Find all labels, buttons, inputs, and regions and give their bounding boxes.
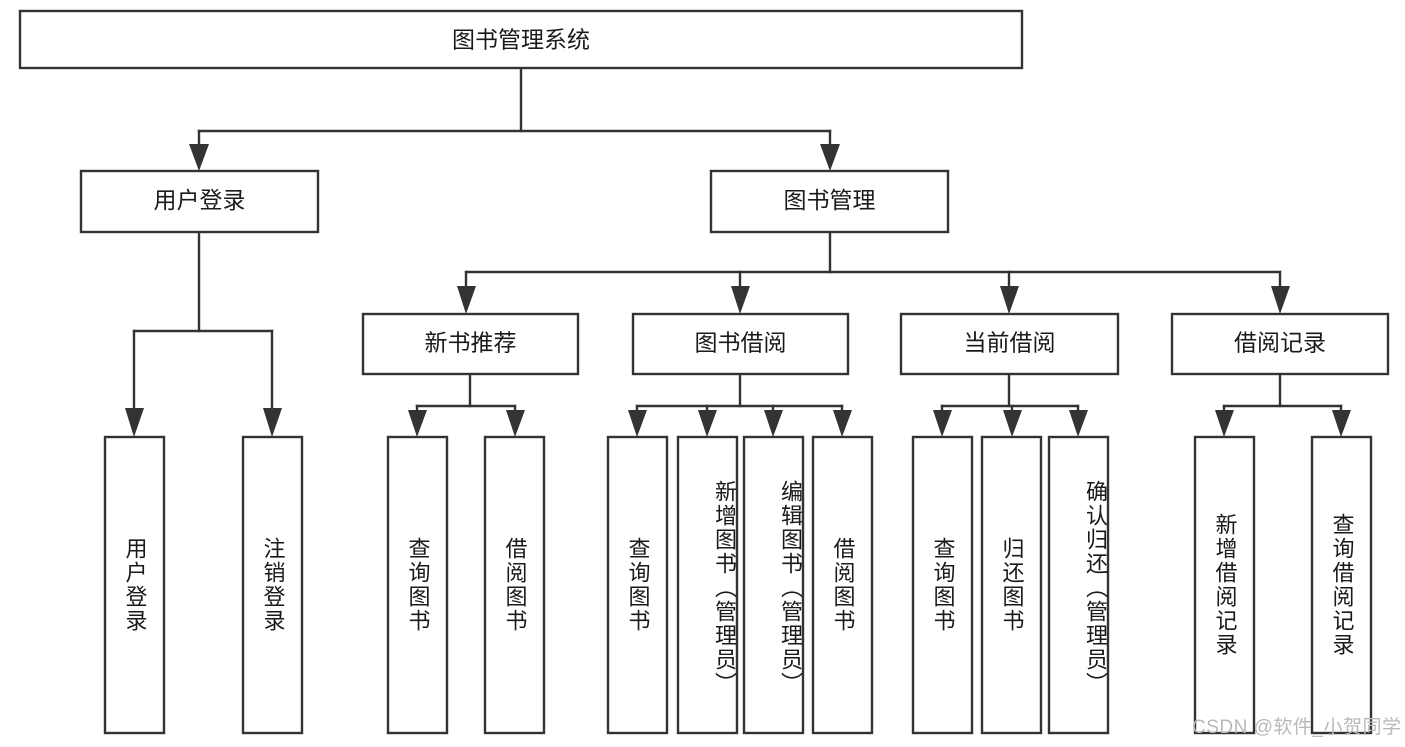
leaf-borrow-book-box[interactable] (811, 435, 874, 735)
arrow-head-newbook (457, 286, 476, 314)
leaf-query-book-current-box[interactable] (911, 435, 974, 735)
arrow-head-leaf-add-book-admin (698, 410, 717, 437)
node-book-management[interactable]: 图书管理 (709, 169, 950, 234)
node-current-borrow[interactable]: 当前借阅 (899, 312, 1120, 376)
node-user-login[interactable]: 用户登录 (79, 169, 320, 234)
leaf-query-borrow-record-box[interactable] (1310, 435, 1373, 735)
arrow-head-leaf-edit-book-admin (764, 410, 783, 437)
arrow-head-currentborrow (1000, 286, 1019, 314)
arrow-head-book-management (820, 144, 840, 171)
leaf-boxes (103, 435, 1373, 735)
node-book-borrow-box[interactable] (631, 312, 850, 376)
arrow-head-leaf-borrow-book-rec (506, 410, 525, 437)
connectors-newbook-to-leaves (408, 372, 525, 437)
leaf-logout-login-box[interactable] (241, 435, 304, 735)
node-user-login-box[interactable] (79, 169, 320, 234)
leaf-confirm-return-admin-box[interactable] (1047, 435, 1110, 735)
connectors-title-to-level2 (189, 66, 840, 171)
leaf-add-book-admin-box[interactable] (676, 435, 739, 735)
node-new-book-recommendation-label: 新书推荐 (425, 330, 517, 356)
connectors-bookmgmt-to-level3 (457, 230, 1290, 314)
node-title-box[interactable] (18, 9, 1024, 70)
node-book-management-box[interactable] (709, 169, 950, 234)
node-book-borrow-label: 图书借阅 (695, 330, 787, 356)
leaf-edit-book-admin-box[interactable] (742, 435, 805, 735)
arrow-head-leaf-query-borrow-record (1332, 410, 1351, 437)
arrow-head-leaf-borrow-book (833, 410, 852, 437)
node-title-label: 图书管理系统 (452, 27, 590, 53)
arrow-head-leaf-query-book-current (933, 410, 952, 437)
arrow-head-borrowrecord (1271, 286, 1290, 314)
leaf-user-login-box[interactable] (103, 435, 166, 735)
node-user-login-label: 用户登录 (154, 187, 246, 213)
leaf-return-book-box[interactable] (980, 435, 1043, 735)
node-book-management-label: 图书管理 (784, 187, 876, 213)
node-title[interactable]: 图书管理系统 (18, 9, 1024, 70)
arrow-head-leaf-query-book-borrow (628, 410, 647, 437)
node-borrow-record[interactable]: 借阅记录 (1170, 312, 1390, 376)
node-new-book-recommendation[interactable]: 新书推荐 (361, 312, 580, 376)
csdn-watermark: CSDN @软件_小贺同学 (1192, 717, 1402, 738)
connectors-userlogin-to-leaves (125, 230, 282, 437)
connectors-currentborrow-to-leaves (933, 372, 1088, 437)
node-borrow-record-box[interactable] (1170, 312, 1390, 376)
arrow-head-leaf-confirm-return-admin (1069, 410, 1088, 437)
leaf-add-borrow-record-box[interactable] (1193, 435, 1256, 735)
arrow-head-leaf-query-book-rec (408, 410, 427, 437)
leaf-query-book-rec-box[interactable] (386, 435, 449, 735)
leaf-query-book-borrow-box[interactable] (606, 435, 669, 735)
arrow-head-leaf-user-login (125, 408, 144, 437)
node-borrow-record-label: 借阅记录 (1234, 330, 1326, 356)
arrow-head-leaf-logout-login (263, 408, 282, 437)
leaf-borrow-book-rec-box[interactable] (483, 435, 546, 735)
node-current-borrow-box[interactable] (899, 312, 1120, 376)
node-book-borrow[interactable]: 图书借阅 (631, 312, 850, 376)
arrow-head-bookborrow (731, 286, 750, 314)
arrow-head-leaf-return-book (1003, 410, 1022, 437)
connectors-borrowrecord-to-leaves (1215, 372, 1351, 437)
node-current-borrow-label: 当前借阅 (964, 330, 1056, 356)
arrow-head-user-login (189, 144, 209, 171)
arrow-head-leaf-add-borrow-record (1215, 410, 1234, 437)
node-new-book-recommendation-box[interactable] (361, 312, 580, 376)
connectors-bookborrow-to-leaves (628, 372, 852, 437)
